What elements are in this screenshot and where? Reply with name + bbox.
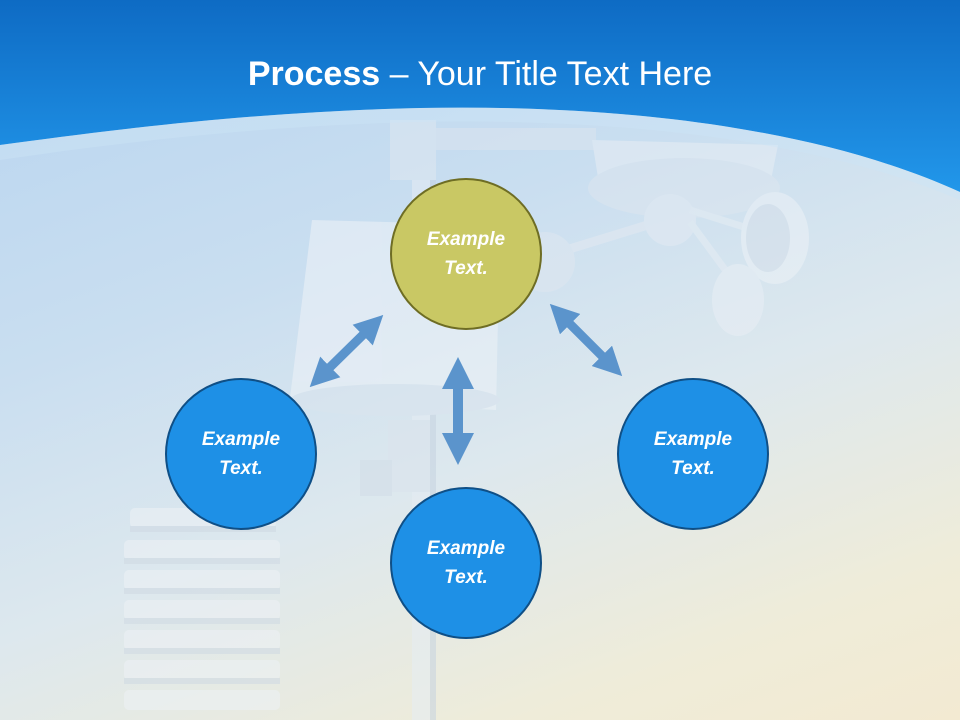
arrow-top-left	[309, 314, 384, 388]
slide-title-rest: – Your Title Text Here	[380, 55, 713, 93]
slide-title-bold: Process	[247, 55, 381, 93]
process-node-right-text: Example Text.	[653, 429, 733, 479]
process-node-bottom: Example Text.	[390, 487, 542, 639]
process-node-left: Example Text.	[165, 378, 317, 530]
process-node-top: Example Text.	[390, 178, 542, 330]
header-band	[0, 0, 960, 200]
slide-title: Process – Your Title Text Here	[0, 50, 960, 98]
process-node-top-text: Example Text.	[426, 229, 506, 279]
process-node-right: Example Text.	[617, 378, 769, 530]
process-node-bottom-text: Example Text.	[426, 538, 506, 588]
process-node-left-text: Example Text.	[201, 429, 281, 479]
arrow-top-right	[549, 303, 623, 377]
